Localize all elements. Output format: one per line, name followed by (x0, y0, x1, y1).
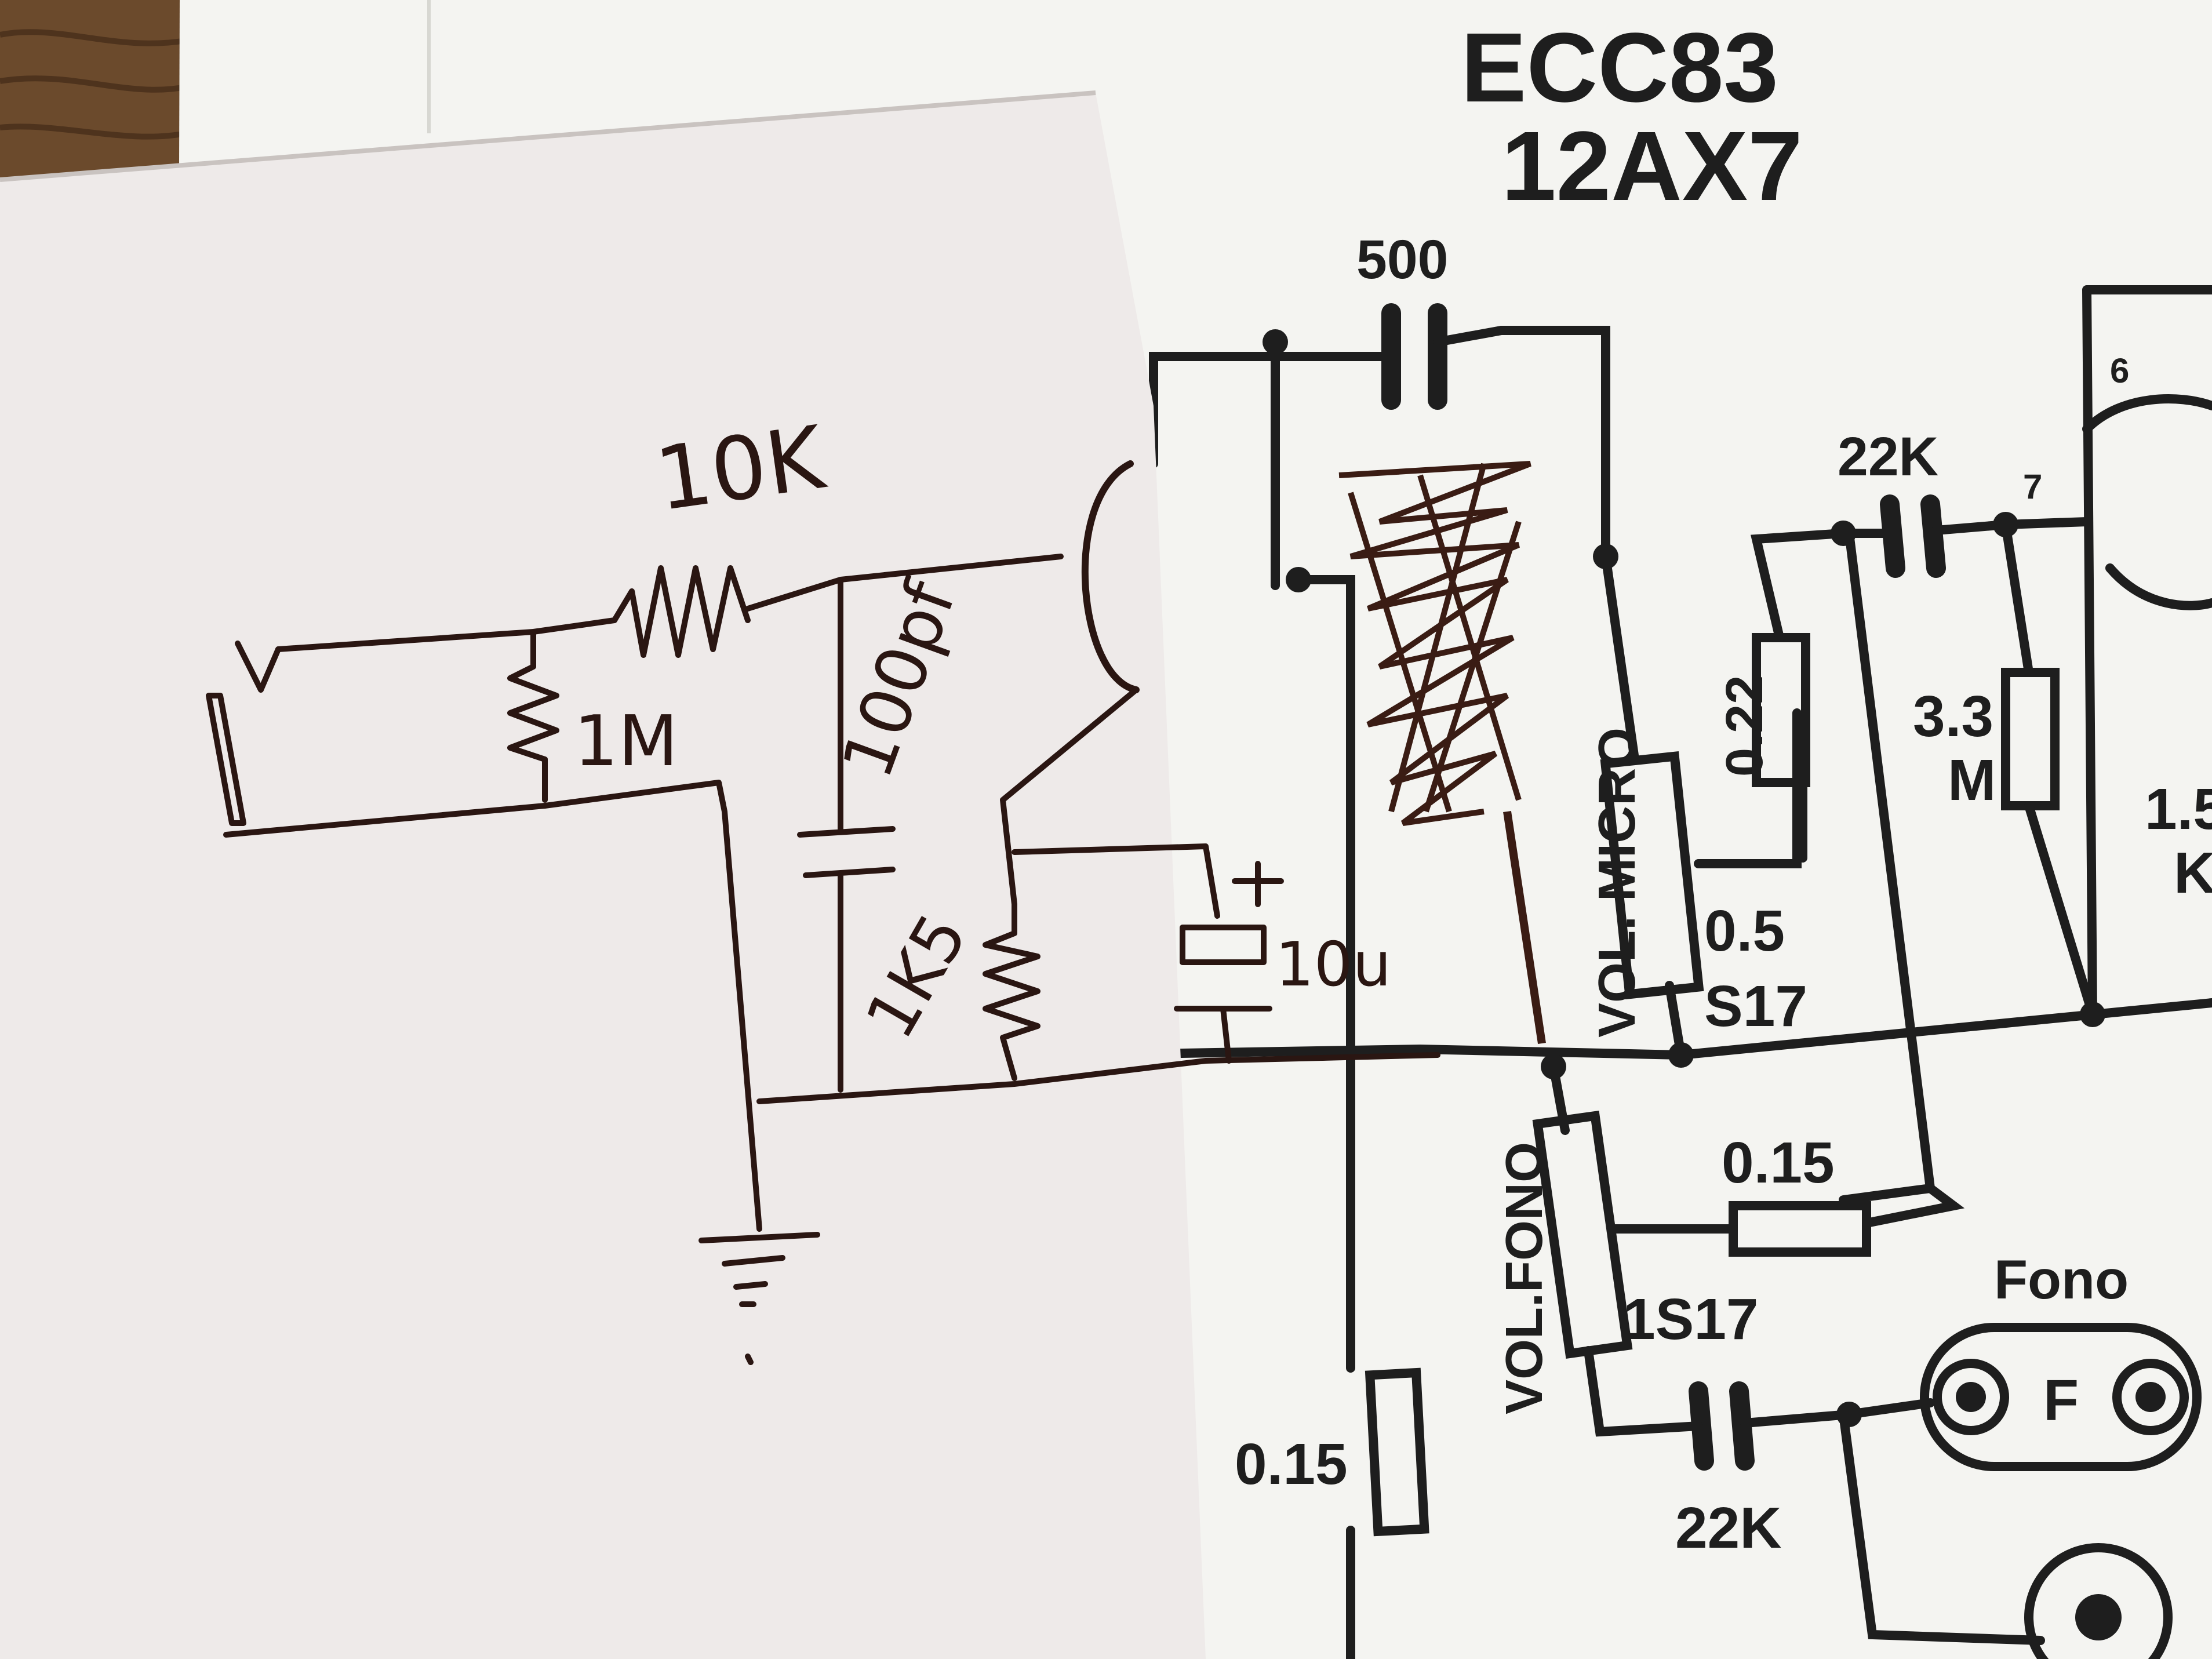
wire-ground-bus-hand (756, 1052, 1440, 1104)
fono-jack-right (2112, 1359, 2189, 1435)
res-1m-hand-label: 1M (574, 701, 678, 782)
tube-type-alt-label: 12AX7 (1501, 111, 1803, 221)
cap-22k-bottom-label: 22K (1675, 1496, 1781, 1560)
cap-500-symbol (1381, 303, 1447, 410)
printed-schematic (1074, 285, 2212, 1659)
fono-jack-left (1933, 1359, 2009, 1435)
fono-jack-body (1920, 1323, 2202, 1471)
pin-7-label: 7 (2023, 467, 2042, 506)
fono-jack-letter: F (2043, 1368, 2079, 1433)
cap-10u-symbol (1012, 843, 1272, 1064)
vol-fono-label: VOL.FONO (1496, 1142, 1554, 1414)
wood-grain (0, 29, 186, 140)
right-tube-outline (2082, 394, 2212, 610)
handwritten-note-paper (0, 93, 1206, 1659)
res-10k-symbol (612, 565, 751, 658)
cap-100pf-symbol (797, 577, 896, 1093)
handwritten-schematic (206, 460, 1440, 1365)
tube-type-label: ECC83 (1461, 13, 1778, 123)
pot-vol-micro (1600, 751, 1704, 999)
res-33-unit-label: M (1948, 748, 1996, 813)
tube-envelope (1081, 460, 1140, 693)
res-10k-hand-label: 10K (650, 408, 832, 531)
input-jack-symbol (206, 641, 281, 826)
fono-label: Fono (1994, 1249, 2129, 1311)
vol-micro-label: VOL. MICRO (1588, 727, 1646, 1038)
cap-10u-hand-label: 10u (1275, 929, 1391, 1000)
res-022-label: 0.22 (1716, 675, 1774, 777)
res-33-label: 3.3 (1913, 684, 1993, 749)
cap-500-label: 500 (1356, 229, 1449, 290)
note-paper-shadow (0, 90, 1096, 182)
res-015-bottom (1365, 1367, 1429, 1537)
res-15-label: 1.5 (2145, 777, 2212, 842)
res-015-bottom-label: 0.15 (1235, 1432, 1348, 1497)
wire-ground-return (223, 780, 762, 1232)
wire-left-rail (1294, 575, 1355, 1659)
ground-symbol (698, 1232, 820, 1365)
junction-dots (1263, 329, 2166, 1640)
lower-jack (2024, 1543, 2173, 1659)
pot-1s17-label: 1S17 (1623, 1287, 1759, 1352)
wire-ground-bus (1074, 998, 2212, 1060)
res-1m-symbol (507, 629, 559, 803)
cap-22k-top-label: 22K (1838, 426, 1938, 487)
pot-05-label: 0.5 (1704, 898, 1785, 963)
res-15-unit-label: K (2174, 841, 2212, 905)
pot-s17-label: S17 (1704, 974, 1807, 1039)
res-1k5-symbol (983, 901, 1040, 1081)
scribble-area (1338, 461, 1546, 1045)
res-015-mid-label: 0.15 (1722, 1130, 1835, 1195)
pin-6-label: 6 (2110, 351, 2129, 390)
